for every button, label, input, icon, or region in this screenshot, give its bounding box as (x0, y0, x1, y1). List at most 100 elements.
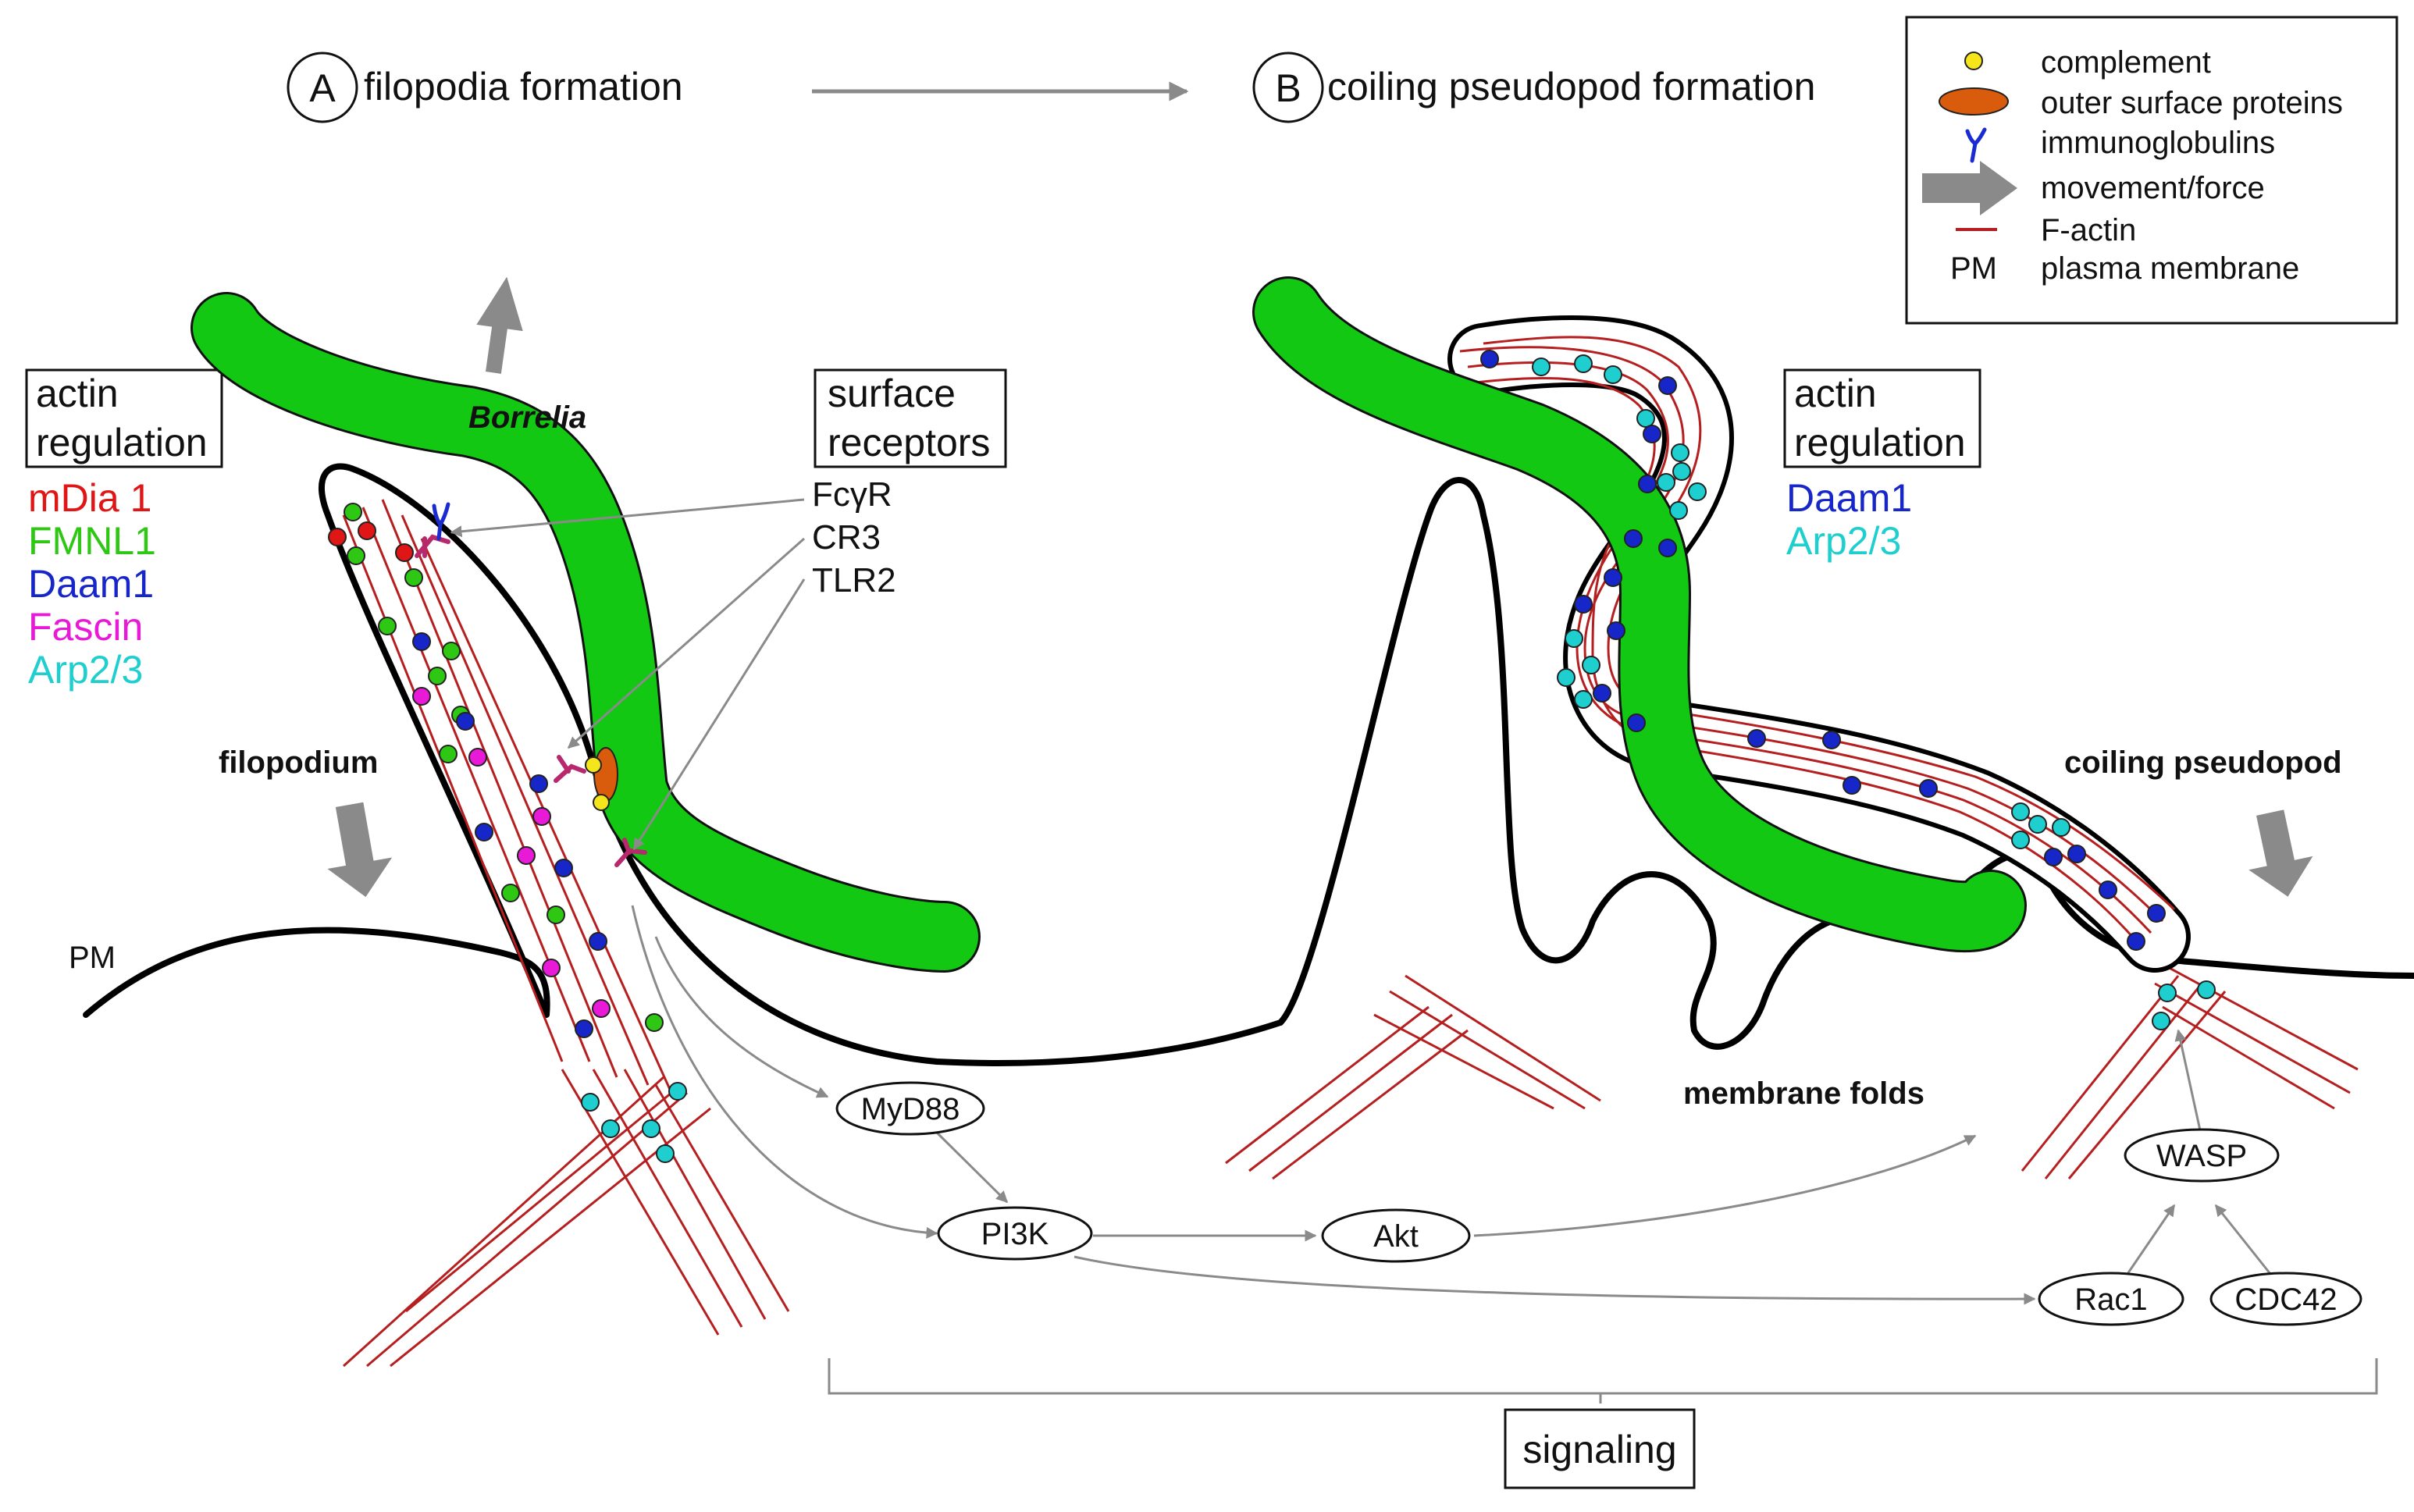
borrelia-label: Borrelia (468, 400, 586, 435)
panel-b-wasp-actin (2021, 959, 2359, 1179)
filopodium-FMNL1-dot (442, 642, 461, 660)
filopodium-Fascin-dot (542, 959, 561, 977)
legend-label-movement: movement/force (2041, 171, 2265, 205)
receptor-complexes (415, 502, 647, 867)
signaling-label: signaling (1522, 1428, 1676, 1471)
filopodium-Arp23-dot (601, 1119, 620, 1138)
pseudopod-Daam1-dot (1480, 350, 1499, 368)
panel-a-reg-mdia1: mDia 1 (28, 476, 151, 520)
surface-receptors-line1: surface (828, 372, 956, 415)
pseudopod-Arp23-dot (2158, 984, 2177, 1002)
borrelia-movement-arrow (476, 276, 523, 374)
legend-label-ig: immunoglobulins (2041, 126, 2275, 160)
pseudopod-Arp23-dot (1574, 354, 1593, 373)
panel-a-actin-box-line1: actin (36, 372, 119, 415)
node-rac1-label: Rac1 (2074, 1283, 2147, 1317)
filopodium-label: filopodium (219, 745, 378, 780)
pseudopod-Daam1-dot (1607, 621, 1625, 640)
filopodium-Arp23-dot (581, 1093, 600, 1112)
pseudopod-Daam1-dot (1574, 595, 1593, 614)
coiling-pseudopod-label: coiling pseudopod (2064, 745, 2342, 780)
pseudopod-Daam1-dot (1658, 376, 1677, 395)
filopodium-mDia1-dot (328, 528, 347, 546)
surface-receptors-box (814, 368, 1007, 468)
receptor-pointers (450, 498, 806, 851)
pseudopod-Arp23-dot (1557, 668, 1576, 687)
panel-a-reg-arp23: Arp2/3 (28, 648, 143, 692)
panel-a-actin-regulation: actin regulation mDia 1 FMNL1 Daam1 Fasc… (25, 368, 223, 692)
filopodium-Fascin-dot (468, 748, 487, 767)
filopodium-Daam1-dot (529, 774, 548, 793)
immunoglobulin-receptor (415, 502, 450, 558)
filopodium-Daam1-dot (475, 823, 493, 841)
legend-box (1905, 16, 2398, 325)
panel-a-actin-box (25, 368, 223, 468)
pseudopod-regulator-dots (1480, 350, 2216, 1030)
pseudopod-Arp23-dot (1565, 629, 1583, 648)
filopodium-FMNL1-dot (344, 503, 362, 521)
legend-label-osp: outer surface proteins (2041, 86, 2343, 120)
pseudopod-Daam1-dot (1604, 568, 1622, 587)
panel-b-peak-actin (1225, 974, 1601, 1180)
panel-a-reg-fmnl1: FMNL1 (28, 519, 156, 563)
title-a-circle (287, 52, 358, 123)
node-myd88: MyD88 (835, 1081, 985, 1136)
receptor-tlr2: TLR2 (812, 561, 896, 599)
node-rac1: Rac1 (2038, 1272, 2184, 1326)
pm-label: PM (69, 941, 116, 975)
surface-receptors: surface receptors FcγR CR3 TLR2 (812, 368, 1007, 599)
pseudopod-Arp23-dot (1582, 656, 1600, 674)
pseudopod-Arp23-dot (2152, 1012, 2170, 1030)
filopodium-Fascin-dot (412, 687, 431, 706)
filopodium-regulator-dots (328, 503, 687, 1163)
pseudopod-Daam1-dot (1658, 539, 1677, 557)
signaling-box: signaling (1504, 1408, 1696, 1489)
node-wasp: WASP (2124, 1128, 2280, 1183)
filopodium-Fascin-dot (532, 807, 551, 826)
filopodium-FMNL1-dot (439, 745, 458, 763)
title-b-circle (1252, 52, 1324, 123)
panel-b-reg-arp23: Arp2/3 (1786, 519, 1901, 563)
signaling-arrows (631, 905, 2275, 1305)
filopodium-Arp23-dot (656, 1144, 675, 1163)
filopodium-Daam1-dot (589, 932, 607, 951)
pseudopod-Daam1-dot (1643, 425, 1661, 443)
pseudopod-Arp23-dot (2028, 815, 2047, 834)
pseudopod-Daam1-dot (1747, 729, 1766, 748)
legend-label-complement: complement (2041, 45, 2211, 80)
pseudopod-Daam1-dot (1843, 776, 1861, 795)
node-pi3k: PI3K (937, 1206, 1093, 1261)
panel-a-actin-network (342, 1069, 790, 1368)
node-akt: Akt (1321, 1208, 1471, 1263)
borrelia-b-fill (1255, 279, 2024, 951)
node-myd88-label: MyD88 (861, 1092, 960, 1126)
pseudopod-Daam1-dot (1919, 779, 1938, 798)
pseudopod-Arp23-dot (1672, 462, 1691, 481)
surface-receptors-line2: receptors (828, 421, 990, 464)
complement-dot-2 (593, 794, 610, 811)
panel-a-actin-box-line2: regulation (36, 421, 208, 464)
filopodium-FMNL1-dot (645, 1013, 664, 1032)
filopodium-Daam1-dot (412, 632, 431, 651)
filopodium-FMNL1-dot (347, 546, 365, 565)
node-wasp-label: WASP (2156, 1139, 2247, 1173)
filopodium-FMNL1-dot (547, 905, 565, 924)
outer-surface-protein (593, 747, 618, 802)
membrane-folds-label: membrane folds (1683, 1076, 1924, 1111)
receptor-cr3: CR3 (812, 518, 881, 557)
pseudopod-Arp23-dot (2011, 831, 2030, 849)
pseudopod-Daam1-dot (2067, 845, 2086, 863)
signaling-bracket (828, 1358, 2378, 1403)
filopodium-Daam1-dot (456, 712, 475, 731)
filopodium-Daam1-dot (575, 1019, 593, 1038)
legend-label-factin: F-actin (2041, 213, 2136, 247)
receptor-fcgr: FcγR (812, 475, 892, 514)
node-pi3k-label: PI3K (981, 1217, 1049, 1251)
title-b: B coiling pseudopod formation (1252, 52, 1815, 123)
panel-b-reg-daam1: Daam1 (1786, 476, 1912, 520)
signaling-nodes: MyD88 PI3K Akt WASP Rac1 CDC42 (835, 1081, 2362, 1326)
node-cdc42-label: CDC42 (2234, 1283, 2337, 1317)
pseudopod-Arp23-dot (1574, 690, 1593, 709)
pseudopod-Arp23-dot (1657, 473, 1675, 492)
